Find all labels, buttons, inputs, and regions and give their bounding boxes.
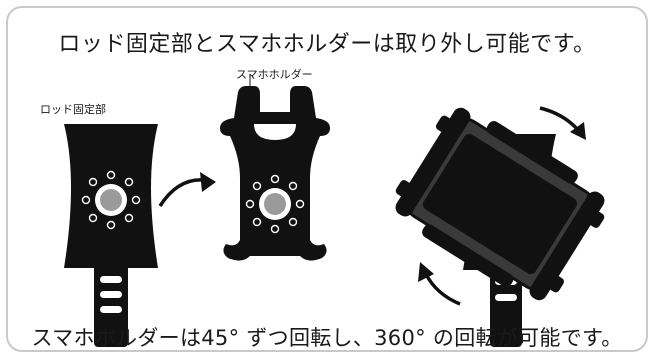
- rotate-counterclockwise-arrow-icon: [418, 262, 461, 306]
- phone-holder-label: スマホホルダー: [236, 68, 313, 81]
- rotate-clockwise-arrow-icon: [539, 106, 586, 140]
- rotated-holder-figure: [395, 107, 605, 347]
- headline: ロッド固定部とスマホホルダーは取り外し可能です。: [58, 32, 596, 57]
- curved-arrow-icon: [158, 172, 216, 207]
- product-illustration: [64, 74, 605, 347]
- rod-mount-label: ロッド固定部: [40, 103, 106, 116]
- phone-holder-figure: [220, 74, 330, 261]
- holder-body: [220, 86, 330, 261]
- strap: [94, 263, 128, 347]
- rod-mount-figure: [64, 124, 158, 347]
- rotation-caption: スマホホルダーは45° ずつ回転し、360° の回転が可能です。: [31, 326, 623, 350]
- info-card: ロッド固定部とスマホホルダーは取り外し可能です。: [6, 6, 648, 352]
- hub: [100, 189, 122, 211]
